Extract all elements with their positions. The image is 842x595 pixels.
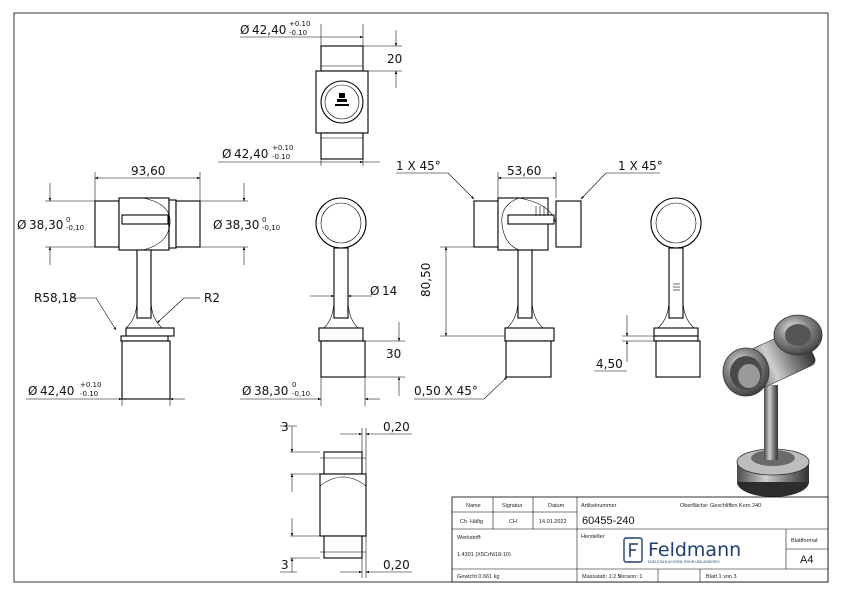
dim-side-base-diameter: 38,30 bbox=[254, 384, 288, 398]
tb-signature-label: Signatur bbox=[502, 503, 523, 509]
dim-top-diameter: 42,40 bbox=[252, 23, 286, 37]
dim-front-right-tol-up: 0 bbox=[262, 216, 266, 224]
dim-base-dia-symbol: Ø bbox=[28, 384, 37, 398]
dim-top-diameter-symbol: Ø bbox=[240, 23, 249, 37]
dim-front-left-dia-symbol: Ø bbox=[17, 218, 26, 232]
tb-manufacturer-label: Hersteller bbox=[581, 534, 605, 540]
dim-front-right-diameter: 38,30 bbox=[225, 218, 259, 232]
dim-side-stem-dia-symbol: Ø bbox=[370, 284, 379, 298]
dim-radius-big: R58,18 bbox=[34, 291, 77, 305]
dim-base-chamfer: 0,50 X 45° bbox=[414, 384, 478, 398]
dim-side-base-tol-up: 0 bbox=[292, 381, 296, 389]
dim-base-tol-down: -0.10 bbox=[80, 390, 98, 398]
dim-section-height: 80,50 bbox=[419, 263, 433, 297]
dim-side-base-dia-symbol: Ø bbox=[242, 384, 251, 398]
dim-top-diameter2: 42,40 bbox=[234, 147, 268, 161]
tb-surface-label: Oberfläche: bbox=[680, 503, 709, 509]
tb-article-value: 60455-240 bbox=[582, 515, 635, 527]
tb-name-label: Name bbox=[466, 503, 481, 509]
dim-base-tol-up: +0.10 bbox=[80, 381, 101, 389]
dim-front-left-tol-down: -0,10 bbox=[66, 224, 84, 232]
dim-front-left-diameter: 38,30 bbox=[29, 218, 63, 232]
dim-bottom-top-3: 3 bbox=[281, 420, 289, 434]
tb-material-label: Werkstoff: bbox=[457, 535, 482, 541]
sheet-frame bbox=[13, 12, 829, 583]
dim-top-diameter2-symbol: Ø bbox=[222, 147, 231, 161]
front-view bbox=[26, 172, 248, 406]
dim-bottom-top-gap: 0,20 bbox=[383, 420, 410, 434]
dim-front-right-tol-down: -0,10 bbox=[262, 224, 280, 232]
tb-scale: Massstab: 1:2.5 bbox=[582, 574, 621, 580]
tb-material-value: 1.4301 (X5CrNi18-10) bbox=[457, 552, 511, 558]
bottom-view bbox=[280, 425, 412, 578]
tb-version: Version: 1 bbox=[618, 574, 642, 580]
rear-view bbox=[594, 197, 702, 378]
top-view bbox=[218, 24, 402, 166]
dim-chamfer-right: 1 X 45° bbox=[618, 159, 663, 173]
dim-front-width: 93,60 bbox=[131, 164, 165, 178]
tb-company-name: Feldmann bbox=[648, 539, 741, 561]
dim-front-left-tol-up: 0 bbox=[66, 216, 70, 224]
dim-chamfer-left: 1 X 45° bbox=[396, 159, 441, 173]
dim-top-height: 20 bbox=[387, 52, 402, 66]
section-view bbox=[396, 172, 660, 400]
dim-bottom-bottom-3: 3 bbox=[281, 558, 289, 572]
dim-top-tol-down: -0.10 bbox=[289, 29, 307, 37]
tb-format-label: Blattformat bbox=[791, 538, 818, 544]
isometric-render bbox=[722, 314, 823, 497]
tb-signature-value: CH bbox=[509, 519, 517, 525]
title-block bbox=[451, 496, 829, 583]
dim-radius-small: R2 bbox=[204, 291, 220, 305]
side-view bbox=[240, 197, 405, 406]
tb-format-value: A4 bbox=[800, 554, 813, 566]
tb-date-value: 14.01.2022 bbox=[539, 519, 567, 525]
tb-article-label: Artikelnummer bbox=[581, 503, 617, 509]
feldmann-logo-icon: Feldmann EDELSTAHL ACHSEN, ROHR UND ANDE… bbox=[623, 537, 741, 564]
dim-base-diameter: 42,40 bbox=[40, 384, 74, 398]
dim-rear-step: 4,50 bbox=[596, 357, 623, 371]
dim-side-base-height: 30 bbox=[386, 347, 401, 361]
tb-weight: Gewicht 0.661 kg bbox=[457, 574, 500, 580]
dim-side-stem-diameter: 14 bbox=[382, 284, 397, 298]
dim-bottom-bottom-gap: 0,20 bbox=[383, 558, 410, 572]
dim-top2-tol-up: +0.10 bbox=[272, 144, 293, 152]
tb-company-tagline: EDELSTAHL ACHSEN, ROHR UND ANDERES bbox=[648, 560, 720, 564]
tb-sheet: Blatt 1 von 3 bbox=[706, 574, 737, 580]
tb-name-value: Ch. Häfig bbox=[460, 519, 483, 525]
dim-front-right-dia-symbol: Ø bbox=[213, 218, 222, 232]
dim-section-width: 53,60 bbox=[507, 164, 541, 178]
dim-top-tol-up: +0.10 bbox=[289, 20, 310, 28]
tb-date-label: Datum bbox=[548, 503, 565, 509]
dim-side-base-tol-down: -0,10 bbox=[292, 390, 310, 398]
tb-surface-value: Geschliffen Korn 240 bbox=[710, 503, 761, 509]
dim-top2-tol-down: -0.10 bbox=[272, 153, 290, 161]
